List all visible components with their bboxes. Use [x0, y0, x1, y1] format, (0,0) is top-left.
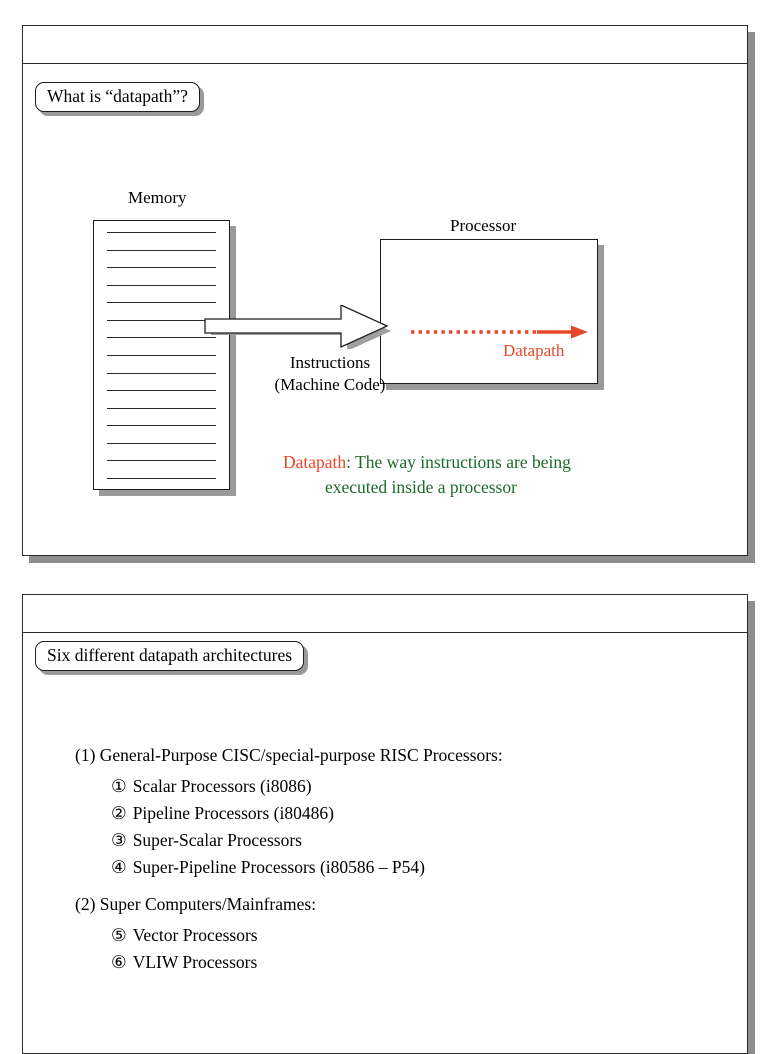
memory-row-line — [107, 372, 216, 374]
memory-row-line — [107, 390, 216, 392]
memory-row-line — [107, 355, 216, 356]
memory-row-line — [107, 302, 216, 304]
memory-row-line — [107, 425, 216, 427]
item-marker: ① — [111, 776, 127, 796]
datapath-arrow-label: Datapath — [503, 341, 565, 360]
item-marker: ⑥ — [111, 952, 127, 972]
slide-header-divider — [23, 63, 747, 64]
architecture-list: (1) General-Purpose CISC/special-purpose… — [75, 745, 733, 979]
item-marker: ④ — [111, 857, 127, 877]
caption-line-1: The way instructions are being — [355, 452, 571, 472]
memory-row-line — [107, 267, 216, 269]
memory-row-line — [107, 478, 216, 479]
memory-row-line — [107, 232, 216, 233]
datapath-dotted-arrow — [411, 325, 588, 339]
item-label: Vector Processors — [132, 925, 258, 945]
item-label: Pipeline Processors (i80486) — [132, 803, 334, 823]
memory-row-line — [107, 337, 216, 339]
item-label: Super-Pipeline Processors (i80586 – P54) — [132, 857, 425, 877]
item-marker: ② — [111, 803, 127, 823]
group-marker: (2) — [75, 894, 100, 914]
group-label: General-Purpose CISC/special-purpose RIS… — [99, 745, 503, 765]
memory-row-line — [107, 249, 216, 251]
architecture-group: (1) General-Purpose CISC/special-purpose… — [75, 745, 733, 766]
processor-label: Processor — [450, 216, 517, 235]
memory-row-line — [107, 407, 216, 409]
group-marker: (1) — [75, 745, 100, 765]
group-label: Super Computers/Mainframes: — [99, 894, 317, 914]
memory-row-lines — [107, 232, 216, 479]
caption-separator: : — [346, 452, 356, 472]
instructions-block-arrow — [204, 305, 391, 349]
caption-term: Datapath — [283, 452, 347, 472]
instructions-line-1: Instructions — [289, 353, 371, 372]
slide-2[interactable]: Six different datapath architectures (1)… — [22, 594, 748, 1054]
slide-2-title-plate: Six different datapath architectures — [35, 641, 305, 672]
item-marker: ③ — [111, 830, 127, 850]
memory-row-line — [107, 319, 216, 321]
item-marker: ⑤ — [111, 925, 127, 945]
item-label: Super-Scalar Processors — [132, 830, 302, 850]
instructions-arrow-label: Instructions (Machine Code) — [250, 352, 410, 397]
datapath-diagram: Memory Processor Datapath Instructions (… — [23, 26, 747, 555]
caption-line-2: executed inside a processor — [325, 476, 517, 497]
slide-1-title-plate: What is “datapath”? — [35, 82, 200, 113]
processor-box — [380, 239, 598, 384]
slide-1[interactable]: What is “datapath”? Memory Processor Dat… — [22, 25, 748, 556]
slide-header-divider — [23, 632, 747, 633]
instructions-line-2: (Machine Code) — [274, 375, 386, 395]
memory-row-line — [107, 284, 216, 286]
architecture-group: (2) Super Computers/Mainframes: — [75, 894, 733, 915]
item-label: Scalar Processors (i8086) — [132, 776, 312, 796]
item-label: VLIW Processors — [132, 952, 258, 972]
datapath-definition-caption: Datapath: The way instructions are being… — [283, 450, 703, 500]
memory-box — [93, 220, 230, 490]
memory-label: Memory — [128, 188, 187, 207]
memory-row-line — [107, 442, 216, 444]
memory-row-line — [107, 460, 216, 462]
